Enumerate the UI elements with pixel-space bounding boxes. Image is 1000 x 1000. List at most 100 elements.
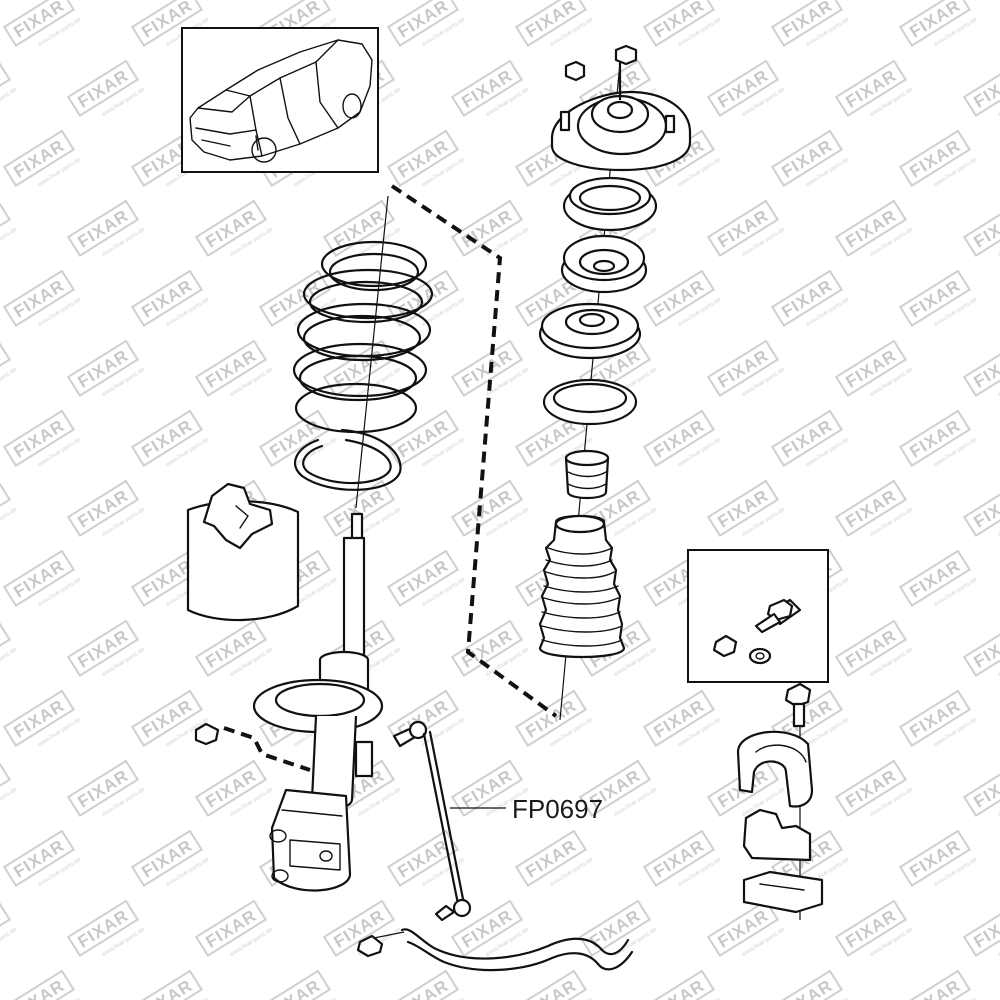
mount-nut-right bbox=[614, 44, 638, 66]
dust-boot bbox=[538, 514, 626, 659]
watermark-brand: FIXAR bbox=[0, 206, 4, 252]
washer-icon bbox=[748, 647, 772, 665]
watermark-url: www.fixar-parts.de bbox=[0, 507, 19, 539]
watermark-brand: FIXAR bbox=[970, 206, 1000, 252]
watermark-url: www.fixar-parts.de bbox=[0, 927, 19, 959]
part-number-label: FP0697 bbox=[512, 794, 603, 824]
watermark-url: www.fixar-parts.de bbox=[0, 87, 19, 119]
car-icon bbox=[189, 39, 373, 163]
watermark-brand: FIXAR bbox=[0, 346, 4, 392]
watermark-brand: FIXAR bbox=[0, 486, 4, 532]
watermark-url: www.fixar-parts.de bbox=[0, 227, 19, 259]
watermark-brand: FIXAR bbox=[522, 976, 580, 1000]
shock-absorber bbox=[252, 512, 384, 892]
bump-stop bbox=[564, 449, 610, 500]
watermark-brand: FIXAR bbox=[970, 766, 1000, 812]
watermark-brand: FIXAR bbox=[394, 976, 452, 1000]
nut-left bbox=[194, 722, 220, 746]
watermark-brand: FIXAR bbox=[970, 626, 1000, 672]
watermark-brand: FIXAR bbox=[138, 976, 196, 1000]
watermark-brand: FIXAR bbox=[0, 766, 4, 812]
stabilizer-bar bbox=[356, 928, 634, 972]
watermark-brand: FIXAR bbox=[970, 486, 1000, 532]
protective-cover bbox=[186, 482, 300, 622]
spring-insulator-lower bbox=[294, 428, 402, 491]
watermark-brand: FIXAR bbox=[650, 976, 708, 1000]
stabilizer-link bbox=[392, 720, 472, 922]
watermark-brand: FIXAR bbox=[970, 906, 1000, 952]
bolt-icon bbox=[754, 598, 802, 634]
hardware-inset bbox=[687, 549, 829, 683]
spring-insulator-upper bbox=[538, 302, 642, 360]
strut-top-mount bbox=[550, 44, 692, 172]
bushing-bracket-assembly bbox=[736, 682, 824, 914]
spring-pad-ring bbox=[542, 378, 638, 426]
watermark-brand: FIXAR bbox=[970, 66, 1000, 112]
watermark-brand: FIXAR bbox=[10, 976, 68, 1000]
